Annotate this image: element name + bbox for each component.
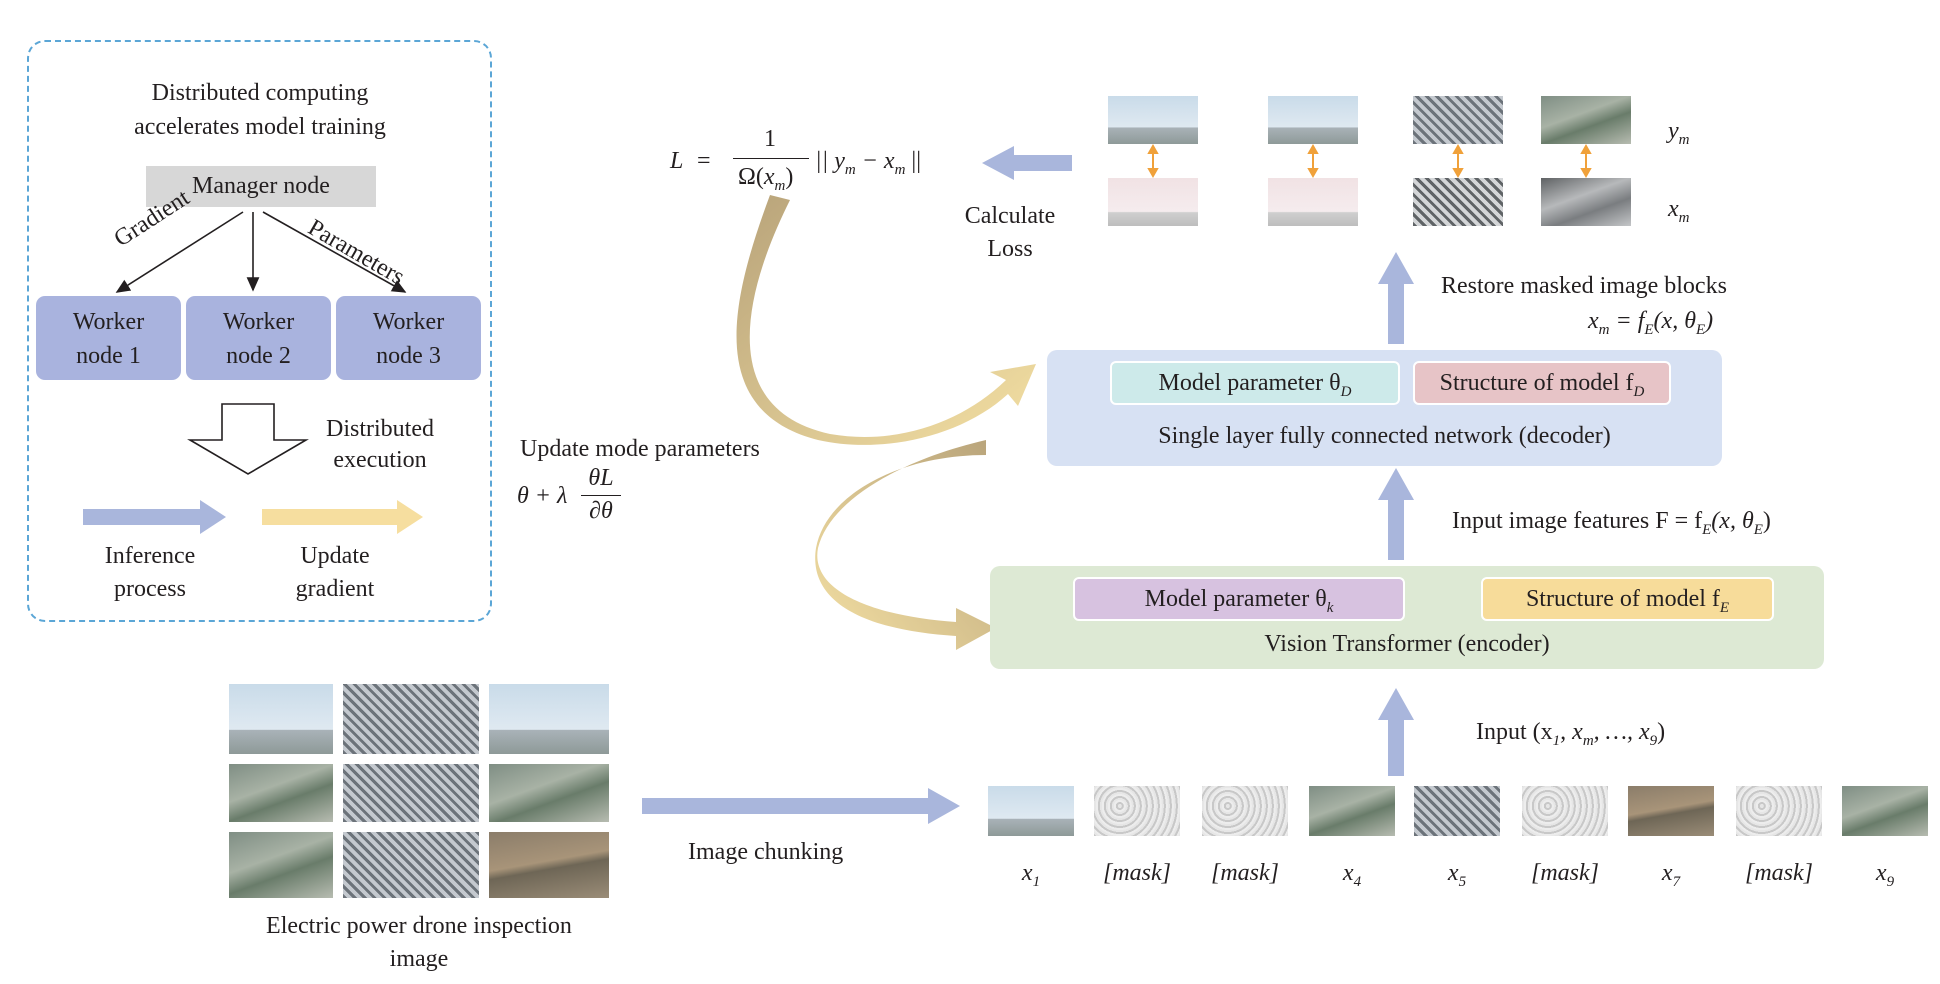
image-cell-1	[229, 684, 333, 754]
worker-node-2-line1: Worker	[222, 309, 295, 335]
input-patch-1	[988, 786, 1074, 836]
output-patch-x1	[1108, 178, 1198, 226]
legend-update-line2: gradient	[295, 576, 375, 602]
patch-label-9: x9	[1875, 860, 1895, 890]
output-patch-y2	[1268, 96, 1358, 144]
worker-node-3-line2: node 3	[376, 343, 441, 369]
input-patch-3	[1202, 786, 1288, 836]
output-patch-x4	[1541, 178, 1631, 226]
distributed-title-line1: Distributed computing	[151, 80, 369, 106]
patch-label-3: [mask]	[1210, 860, 1279, 886]
legend-update-line1: Update	[300, 543, 370, 569]
distributed-title-line2: accelerates model training	[134, 114, 386, 140]
input-patch-7	[1628, 786, 1714, 836]
image-cell-8	[343, 832, 479, 898]
restore-equation: xm = fE(x, θE)	[1588, 308, 1714, 338]
loss-L: L	[670, 148, 684, 174]
distributed-panel	[27, 40, 492, 622]
patch-label-1: x1	[1021, 860, 1041, 890]
worker-node-1-line1: Worker	[72, 309, 145, 335]
decoder-structure-box	[1413, 361, 1671, 405]
update-frac-bar	[581, 495, 621, 496]
image-cell-5	[343, 764, 479, 822]
patch-label-6: [mask]	[1530, 860, 1599, 886]
input-label: Input (x1, xm, …, x9)	[1476, 719, 1666, 749]
image-cell-3	[489, 684, 609, 754]
input-patch-6	[1522, 786, 1608, 836]
input-patch-9	[1842, 786, 1928, 836]
worker-node-3	[336, 296, 481, 380]
image-cell-9	[489, 832, 609, 898]
worker-node-2-line2: node 2	[226, 343, 291, 369]
encoder-param-box	[1073, 577, 1405, 621]
encoder-structure-label: Structure of model fE	[1525, 586, 1730, 616]
manager-node	[146, 166, 376, 207]
execution-line1: Distributed	[326, 416, 434, 442]
output-patch-y1	[1108, 96, 1198, 144]
legend-inference-line1: Inference	[104, 543, 196, 569]
loss-norm: || ym − xm ||	[815, 148, 922, 178]
decoder-title: Single layer fully connected network (de…	[1158, 423, 1611, 449]
loss-denominator: Ω(xm)	[738, 164, 794, 194]
chunking-label: Image chunking	[688, 839, 844, 865]
patch-label-2: [mask]	[1102, 860, 1171, 886]
image-cell-2	[343, 684, 479, 754]
encoder-param-label: Model parameter θk	[1144, 586, 1334, 616]
label-xm: xm	[1668, 196, 1690, 226]
image-cell-7	[229, 832, 333, 898]
loss-fraction-bar	[733, 158, 809, 159]
input-patch-2	[1094, 786, 1180, 836]
decoder-param-box	[1110, 361, 1400, 405]
drone-image-caption-line2: image	[389, 946, 449, 972]
loss-eq: =	[697, 148, 711, 174]
decoder-structure-label: Structure of model fD	[1439, 370, 1645, 400]
image-cell-6	[489, 764, 609, 822]
encoder-title: Vision Transformer (encoder)	[1264, 631, 1550, 657]
output-patch-y4	[1541, 96, 1631, 144]
execution-line2: execution	[333, 447, 427, 473]
calculate-loss-line2: Loss	[987, 236, 1033, 262]
worker-node-2	[186, 296, 331, 380]
image-cell-4	[229, 764, 333, 822]
worker-node-3-line1: Worker	[372, 309, 445, 335]
input-patch-8	[1736, 786, 1822, 836]
update-label: Update mode parameters	[520, 436, 760, 462]
features-label: Input image features F = fE(x, θE)	[1452, 508, 1771, 538]
calculate-loss-line1: Calculate	[964, 203, 1056, 229]
input-patch-5	[1414, 786, 1500, 836]
label-ym: ym	[1668, 118, 1690, 148]
worker-node-1	[36, 296, 181, 380]
output-patch-y3	[1413, 96, 1503, 144]
update-frac-den: ∂θ	[589, 498, 613, 524]
loss-numerator: 1	[764, 126, 776, 152]
decoder-param-label: Model parameter θD	[1158, 370, 1352, 400]
output-patch-x2	[1268, 178, 1358, 226]
restore-label: Restore masked image blocks	[1441, 273, 1727, 299]
patch-label-7: x7	[1661, 860, 1681, 890]
patch-label-8: [mask]	[1744, 860, 1813, 886]
worker-node-1-line2: node 1	[76, 343, 141, 369]
patch-label-4: x4	[1342, 860, 1362, 890]
drone-inspection-image	[229, 684, 609, 898]
patch-label-5: x5	[1447, 860, 1467, 890]
legend-inference-line2: process	[114, 576, 186, 602]
update-frac-num: θL	[588, 465, 614, 491]
input-patch-4	[1309, 786, 1395, 836]
update-theta: θ + λ	[517, 483, 568, 509]
drone-image-caption-line1: Electric power drone inspection	[266, 913, 572, 939]
output-patch-x3	[1413, 178, 1503, 226]
manager-node-label: Manager node	[192, 173, 330, 199]
encoder-structure-box	[1481, 577, 1774, 621]
